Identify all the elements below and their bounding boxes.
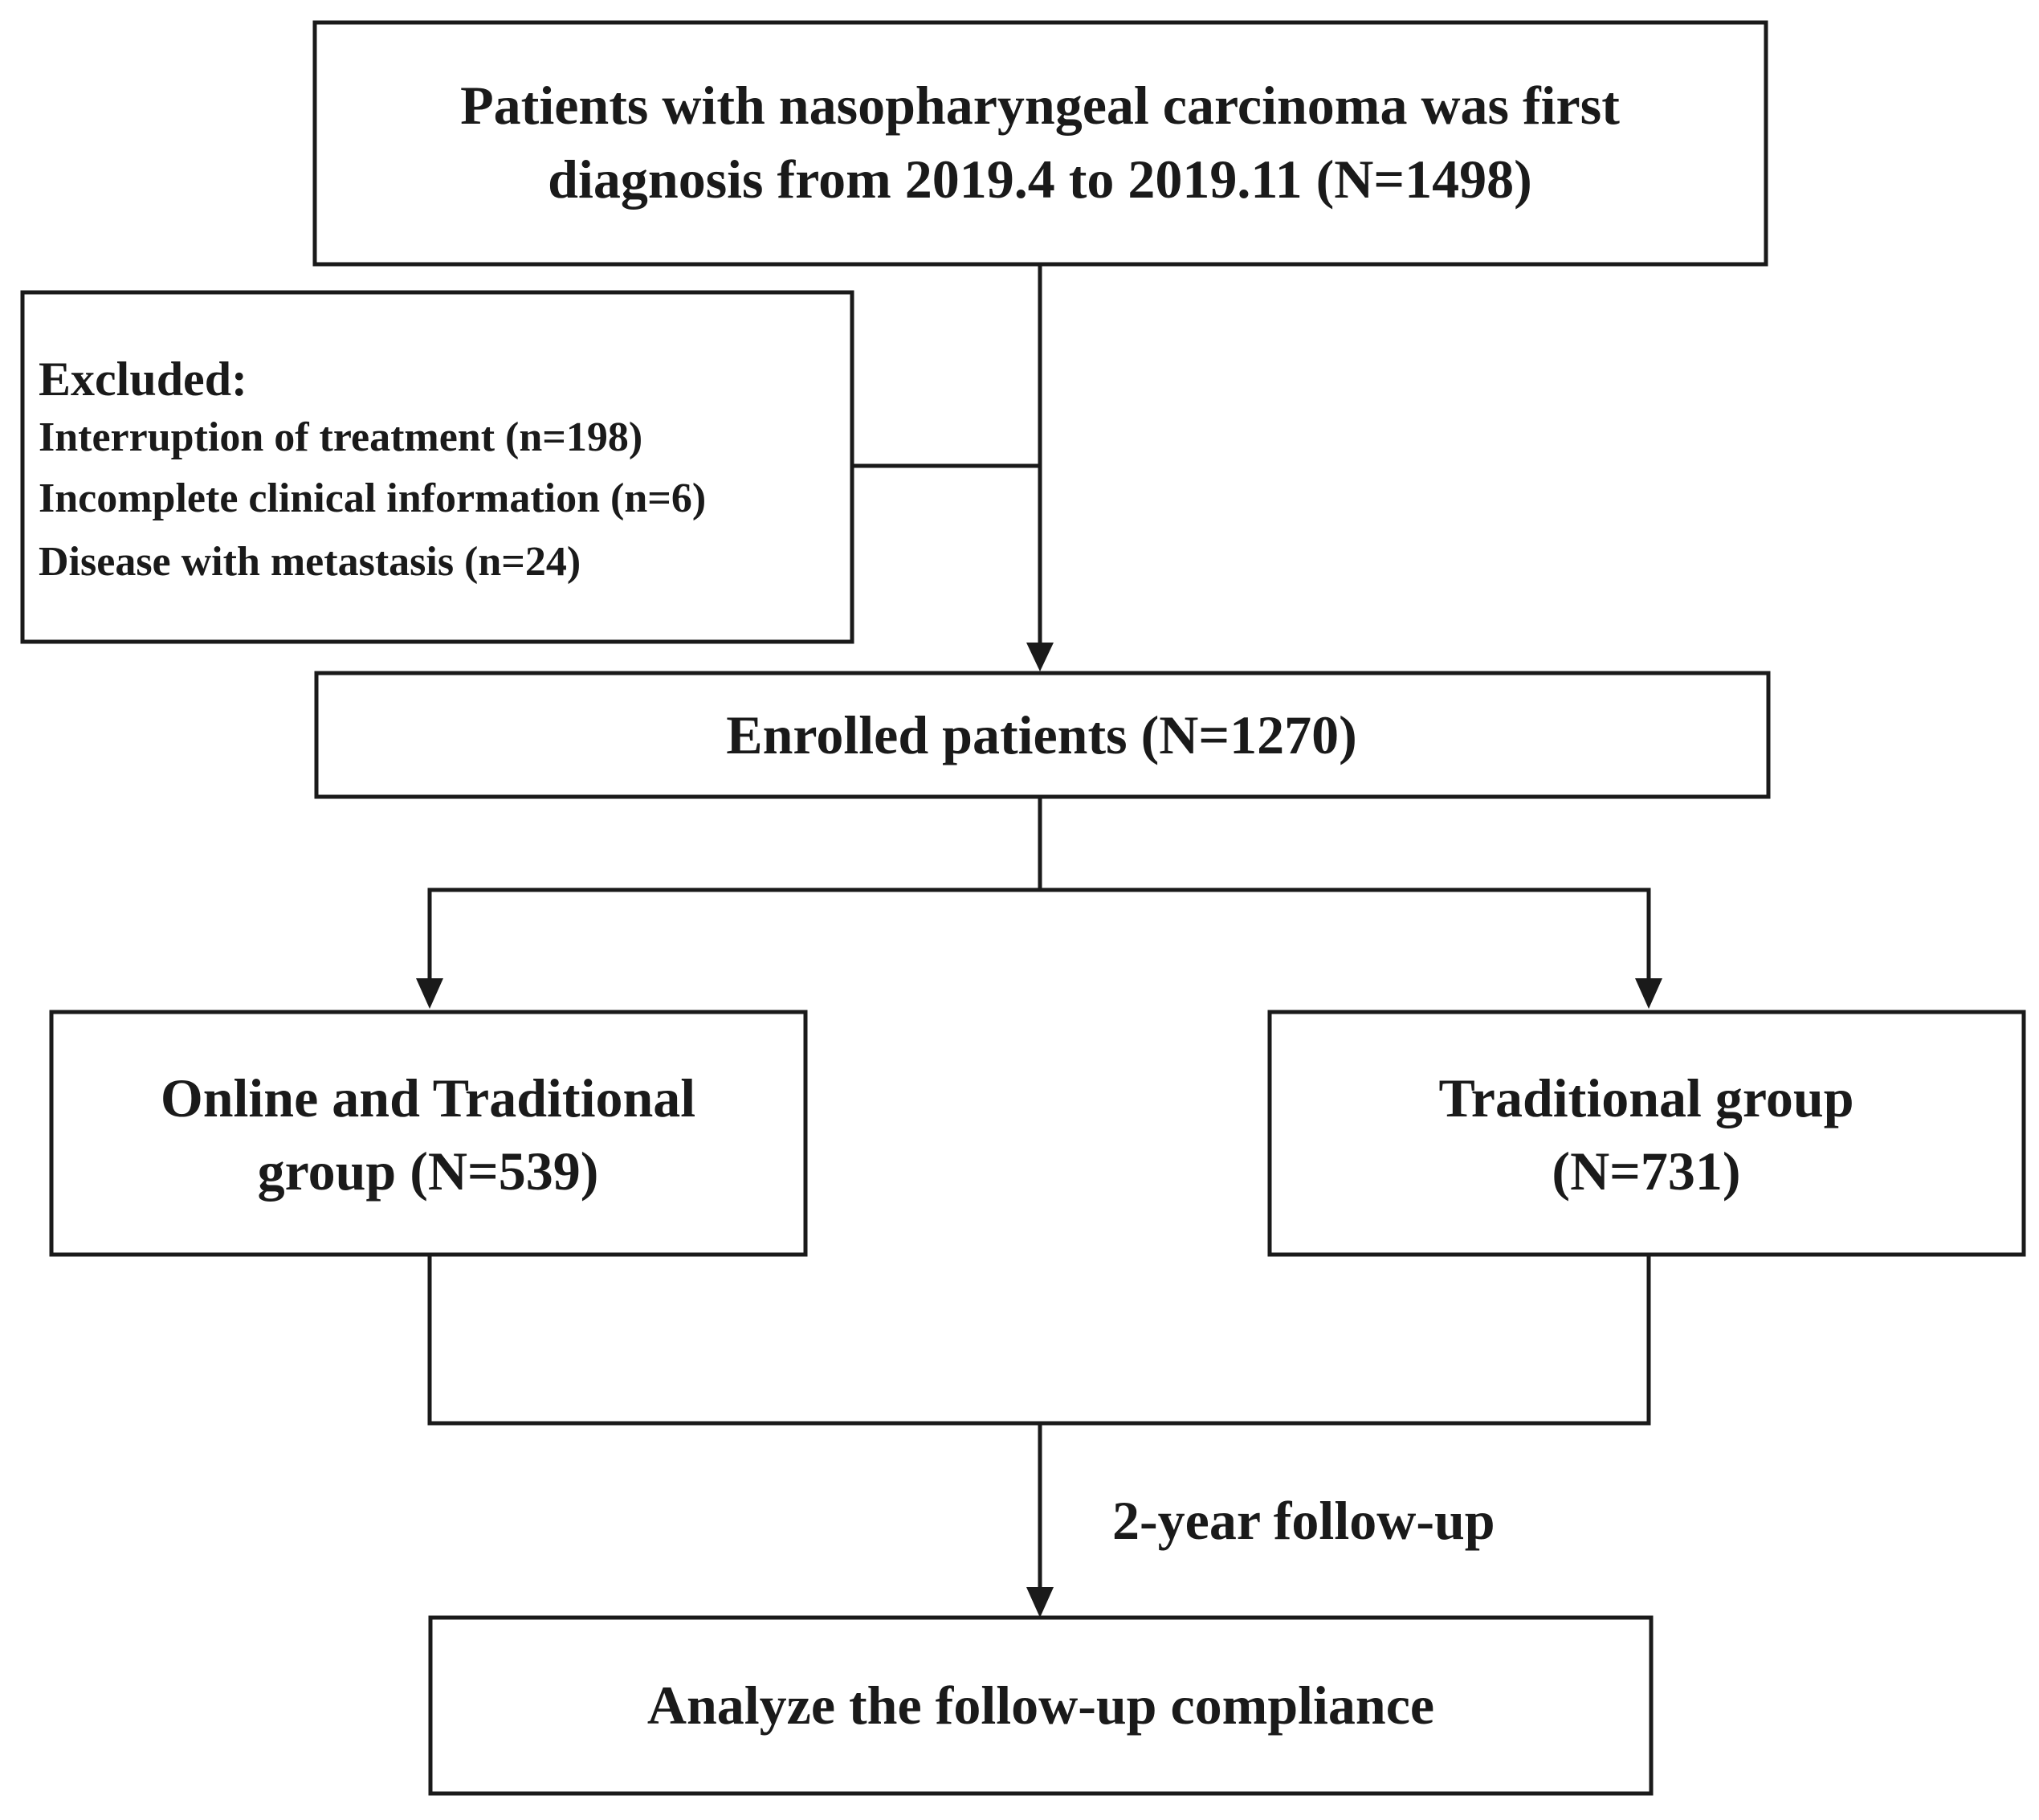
analyze-label: Analyze the follow-up compliance — [647, 1675, 1434, 1736]
online-traditional-box: Online and Traditional group (N=539) — [49, 1010, 808, 1257]
diagnosed-line-2: diagnosis from 2019.4 to 2019.11 (N=1498… — [548, 149, 1532, 210]
excluded-item-incomplete: Incomplete clinical information (n=6) — [39, 475, 706, 521]
online-traditional-line-1: Online and Traditional — [161, 1067, 695, 1128]
excluded-box: Excluded: Interruption of treatment (n=1… — [20, 290, 854, 644]
analyze-box: Analyze the follow-up compliance — [428, 1615, 1654, 1796]
arrowhead-traditional — [1635, 978, 1662, 1009]
enrolled-label: Enrolled patients (N=1270) — [726, 704, 1357, 765]
traditional-line-2: (N=731) — [1552, 1141, 1740, 1202]
online-traditional-line-2: group (N=539) — [258, 1141, 599, 1202]
arrowhead-online-traditional — [416, 978, 443, 1009]
diagnosed-box: Patients with nasopharyngeal carcinoma w… — [312, 20, 1768, 267]
enrolled-box: Enrolled patients (N=1270) — [314, 671, 1771, 799]
diagnosed-line-1: Patients with nasopharyngeal carcinoma w… — [460, 75, 1620, 136]
excluded-title: Excluded: — [39, 353, 247, 406]
excluded-item-interruption: Interruption of treatment (n=198) — [39, 414, 642, 460]
arrowhead-analyze — [1026, 1587, 1054, 1618]
traditional-line-1: Traditional group — [1438, 1067, 1853, 1128]
traditional-box: Traditional group (N=731) — [1267, 1010, 2026, 1257]
excluded-item-metastasis: Disease with metastasis (n=24) — [39, 539, 581, 585]
follow-up-edge-label: 2-year follow-up — [1112, 1490, 1495, 1551]
arrowhead-enrolled — [1026, 643, 1054, 671]
